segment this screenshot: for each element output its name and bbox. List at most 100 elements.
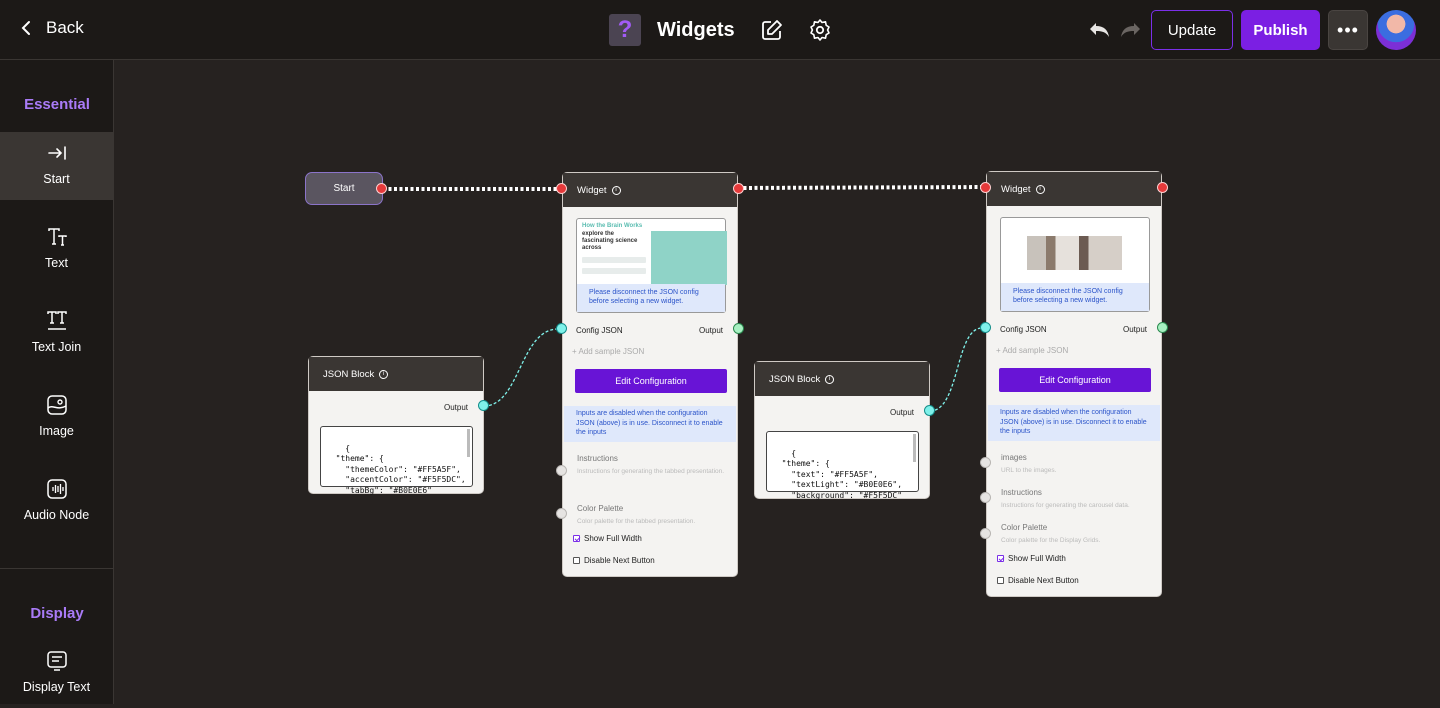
show-full-width-checkbox[interactable]: Show Full Width: [573, 534, 642, 543]
json2-output-port[interactable]: [924, 405, 935, 416]
add-sample-json-link[interactable]: + Add sample JSON: [572, 347, 645, 356]
preview-heading: How the Brain Works: [582, 223, 643, 229]
widget-node-2[interactable]: Widget i Please disconnect the JSON conf…: [986, 171, 1162, 597]
disable-next-checkbox[interactable]: Disable Next Button: [573, 556, 655, 565]
start-output-port[interactable]: [376, 183, 387, 194]
text-icon: [47, 228, 67, 246]
info-icon[interactable]: i: [611, 185, 621, 195]
scrollbar[interactable]: [913, 434, 916, 462]
widget2-output-port[interactable]: [1157, 182, 1168, 193]
avatar[interactable]: [1376, 10, 1416, 50]
sidebar-item-text[interactable]: Text: [0, 216, 113, 284]
instructions-label: Instructions: [577, 454, 618, 463]
json-block-title: JSON Block: [323, 368, 375, 380]
widget-node-header: Widget i: [563, 173, 737, 207]
widget2-images-port[interactable]: [980, 457, 991, 468]
sidebar-item-text-join[interactable]: Text Join: [0, 300, 113, 368]
color-palette-desc: Color palette for the Display Grids.: [1001, 537, 1101, 544]
info-icon[interactable]: i: [825, 374, 835, 384]
config-json-label: Config JSON: [576, 326, 623, 335]
json-block-title: JSON Block: [769, 373, 821, 385]
json-code-editor[interactable]: { "theme": { "themeColor": "#FF5A5F", "a…: [320, 426, 473, 495]
settings-button[interactable]: [808, 18, 832, 42]
widget-node-header: Widget i: [987, 172, 1161, 206]
sidebar-item-label: Start: [43, 172, 70, 186]
disable-next-checkbox[interactable]: Disable Next Button: [997, 576, 1079, 585]
update-button[interactable]: Update: [1151, 10, 1233, 50]
color-palette-desc: Color palette for the tabbed presentatio…: [577, 518, 696, 525]
sidebar-item-start[interactable]: Start: [0, 132, 113, 200]
checkbox-unchecked-icon: [573, 557, 580, 564]
json-code-text: { "theme": { "themeColor": "#FF5A5F", "a…: [335, 443, 466, 495]
output-label: Output: [1122, 325, 1147, 334]
widget1-input-port[interactable]: [556, 183, 567, 194]
display-text-icon: [46, 651, 67, 671]
top-bar: Back ? Widgets Update Publish •••: [0, 0, 1440, 60]
info-icon[interactable]: i: [379, 369, 389, 379]
images-desc: URL to the images.: [1001, 467, 1057, 474]
show-full-width-checkbox[interactable]: Show Full Width: [997, 554, 1066, 563]
question-mark-icon: ?: [609, 14, 641, 46]
checkbox-checked-icon: [997, 555, 1004, 562]
widget1-data-output-port[interactable]: [733, 323, 744, 334]
gear-icon: [810, 19, 830, 41]
sidebar-item-audio-node[interactable]: Audio Node: [0, 468, 113, 536]
widget-node-title: Widget: [577, 184, 607, 196]
checkbox-label: Show Full Width: [1008, 554, 1066, 563]
edit-configuration-button[interactable]: Edit Configuration: [575, 369, 727, 393]
widget2-config-port[interactable]: [980, 322, 991, 333]
title-area: ? Widgets: [609, 14, 735, 46]
json-block-node-2[interactable]: JSON Block i Output { "theme": { "text":…: [754, 361, 930, 500]
json1-output-port[interactable]: [478, 400, 489, 411]
sidebar-divider: [0, 568, 113, 569]
json-code-text: { "theme": { "text": "#FF5A5F", "textLig…: [781, 448, 903, 500]
widget1-output-port[interactable]: [733, 183, 744, 194]
widget-preview: Please disconnect the JSON config before…: [1000, 217, 1150, 312]
info-icon[interactable]: i: [1035, 184, 1045, 194]
more-options-button[interactable]: •••: [1328, 10, 1368, 50]
widget2-palette-port[interactable]: [980, 528, 991, 539]
preview-subheading: explore the fascinating science across: [582, 231, 638, 251]
output-label: Output: [698, 326, 723, 335]
color-palette-label: Color Palette: [577, 504, 624, 513]
publish-button[interactable]: Publish: [1241, 10, 1320, 50]
preview-panel: [651, 231, 727, 285]
widget-node-1[interactable]: Widget i How the Brain Works explore the…: [562, 172, 738, 577]
checkbox-unchecked-icon: [997, 577, 1004, 584]
inputs-disabled-note: Inputs are disabled when the configurati…: [564, 406, 736, 442]
sidebar-item-label: Text: [45, 256, 68, 270]
widget2-input-port[interactable]: [980, 182, 991, 193]
redo-button[interactable]: [1119, 18, 1143, 42]
image-icon: [46, 395, 67, 415]
section-label-essential: Essential: [24, 96, 90, 113]
json-block-node-1[interactable]: JSON Block i Output { "theme": { "themeC…: [308, 356, 484, 495]
sidebar-item-label: Audio Node: [23, 508, 90, 522]
sidebar-item-image[interactable]: Image: [0, 384, 113, 452]
widget1-config-port[interactable]: [556, 323, 567, 334]
audio-icon: [46, 479, 67, 499]
scrollbar[interactable]: [467, 429, 470, 457]
checkbox-label: Disable Next Button: [584, 556, 655, 565]
widget1-palette-port[interactable]: [556, 508, 567, 519]
json-block-header: JSON Block i: [755, 362, 929, 396]
start-node-label: Start: [333, 183, 355, 194]
back-button[interactable]: Back: [20, 18, 84, 38]
checkbox-label: Disable Next Button: [1008, 576, 1079, 585]
pencil-square-icon: [762, 20, 782, 40]
text-join-icon: [46, 311, 67, 330]
add-sample-json-link[interactable]: + Add sample JSON: [996, 346, 1069, 355]
widget-preview: How the Brain Works explore the fascinat…: [576, 218, 727, 313]
edit-configuration-button[interactable]: Edit Configuration: [999, 368, 1151, 392]
undo-button[interactable]: [1087, 18, 1111, 42]
undo-icon: [1090, 23, 1109, 37]
sidebar-item-label: Display Text: [22, 680, 91, 694]
sidebar-item-display-text[interactable]: Display Text: [0, 640, 113, 708]
widget2-instructions-port[interactable]: [980, 492, 991, 503]
json-code-editor[interactable]: { "theme": { "text": "#FF5A5F", "textLig…: [766, 431, 919, 500]
redo-icon: [1121, 23, 1140, 37]
edit-title-button[interactable]: [760, 18, 784, 42]
widget1-instructions-port[interactable]: [556, 465, 567, 476]
widget2-data-output-port[interactable]: [1157, 322, 1168, 333]
preview-notice: Please disconnect the JSON config before…: [577, 284, 725, 312]
start-node[interactable]: Start: [305, 172, 383, 205]
